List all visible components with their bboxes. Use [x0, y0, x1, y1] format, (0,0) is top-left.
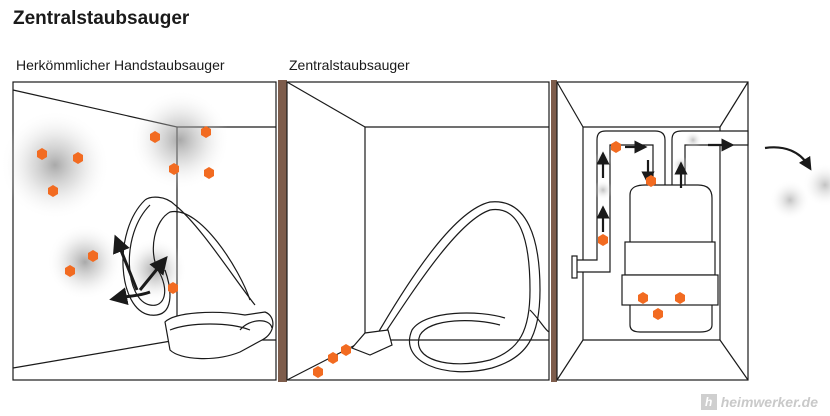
watermark-h-mark: h	[700, 394, 717, 410]
dust-particles-conventional	[37, 126, 214, 294]
dust-particles-central	[313, 344, 351, 378]
wall-divider	[551, 80, 557, 382]
panel-label-central: Zentralstaubsauger	[289, 57, 410, 73]
watermark-text: heimwerker.de	[720, 394, 818, 410]
panel-central	[286, 81, 550, 381]
airflow-arrows	[596, 138, 812, 232]
central-vacuum-unit	[621, 184, 719, 333]
central-hose	[350, 201, 550, 373]
wall-divider	[278, 80, 287, 382]
panel-utility-room	[556, 81, 749, 381]
watermark-logo: h heimwerker.de	[700, 394, 818, 410]
dust-swirl-arrows	[109, 234, 168, 306]
dust-particles-collected	[598, 141, 685, 320]
page-title: Zentralstaubsauger	[13, 8, 190, 29]
dust-clouds	[0, 90, 230, 302]
panel-label-conventional: Herkömmlicher Handstaubsauger	[16, 57, 225, 73]
